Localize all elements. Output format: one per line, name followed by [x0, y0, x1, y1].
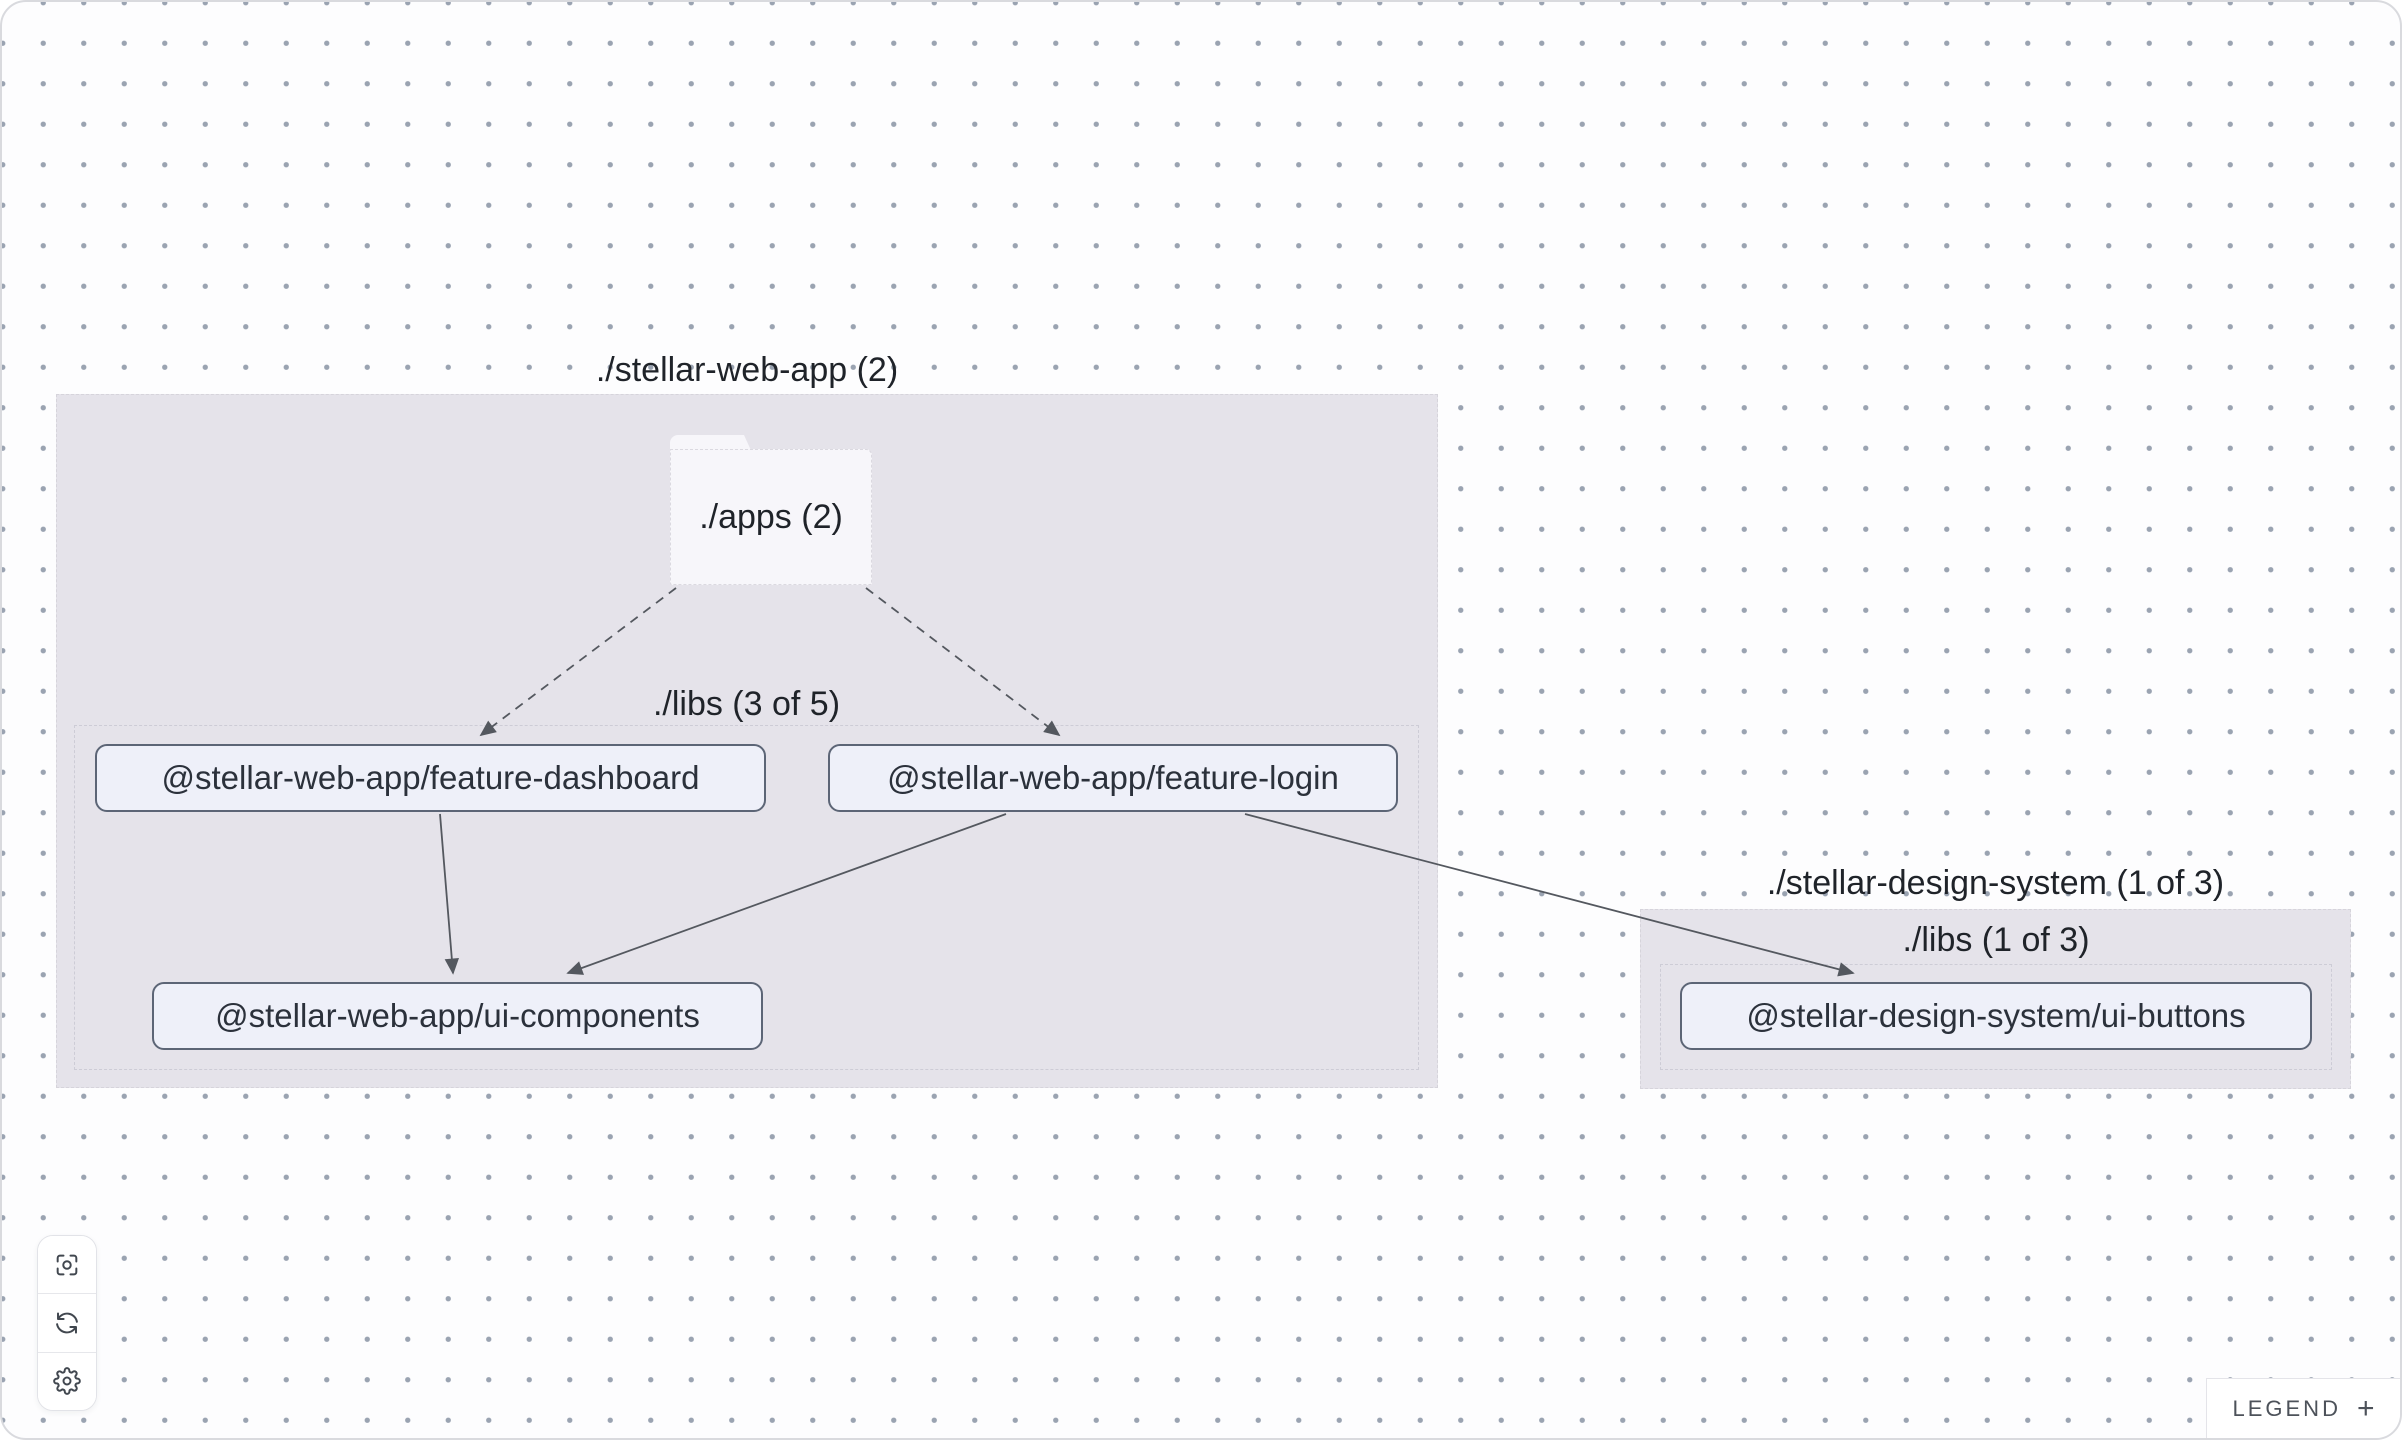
group-title-stellar-design-system: ./stellar-design-system (1 of 3)	[1766, 864, 2225, 902]
legend-button[interactable]: LEGEND +	[2206, 1378, 2400, 1438]
group-title-stellar-web-app: ./stellar-web-app (2)	[595, 351, 899, 389]
node-ui-components[interactable]: @stellar-web-app/ui-components	[152, 982, 763, 1050]
focus-button[interactable]	[38, 1236, 96, 1294]
node-feature-login[interactable]: @stellar-web-app/feature-login	[828, 744, 1398, 812]
edge-feature-login-to-ui-buttons[interactable]	[1244, 813, 1855, 977]
settings-button[interactable]	[38, 1351, 96, 1410]
folder-label: ./apps (2)	[670, 449, 872, 585]
refresh-icon	[56, 1312, 78, 1334]
subgroup-stellar-design-system-libs	[1660, 964, 2332, 1070]
legend-label: LEGEND	[2232, 1395, 2341, 1421]
folder-node-apps[interactable]: ./apps (2)	[670, 435, 872, 585]
edge-apps-to-feature-dashboard[interactable]	[479, 587, 677, 737]
subgroup-stellar-web-app-libs	[74, 725, 1419, 1070]
edge-feature-login-to-ui-components[interactable]	[566, 813, 1007, 975]
settings-icon	[53, 1367, 81, 1396]
node-ui-buttons[interactable]: @stellar-design-system/ui-buttons	[1680, 982, 2312, 1050]
edge-apps-to-feature-login[interactable]	[865, 587, 1061, 737]
edge-feature-dashboard-to-ui-components[interactable]	[439, 813, 460, 975]
node-feature-dashboard[interactable]: @stellar-web-app/feature-dashboard	[95, 744, 766, 812]
refresh-button[interactable]	[38, 1293, 96, 1352]
graph-toolbar	[37, 1235, 97, 1411]
subgroup-label-stellar-web-app-libs: ./libs (3 of 5)	[74, 682, 1419, 726]
plus-icon: +	[2356, 1391, 2375, 1425]
subgroup-label-stellar-design-system-libs: ./libs (1 of 3)	[1660, 918, 2332, 962]
focus-icon	[56, 1254, 78, 1275]
